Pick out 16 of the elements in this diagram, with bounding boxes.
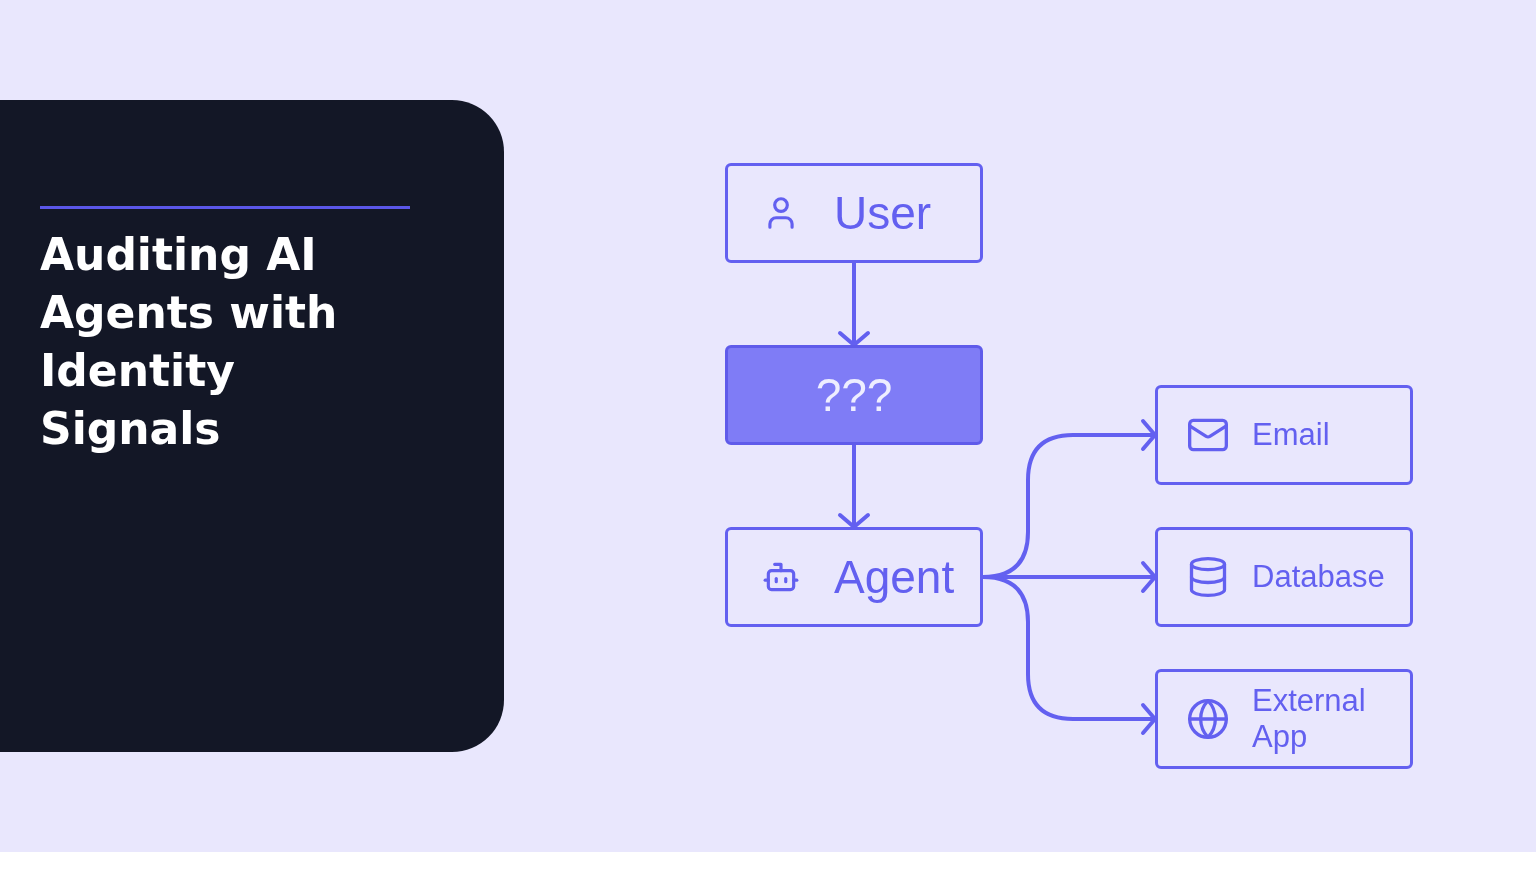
agent-box	[725, 527, 983, 627]
node-label: User	[834, 186, 932, 240]
unknown-step-box	[725, 345, 983, 445]
arrow	[838, 445, 870, 529]
database-box	[1155, 527, 1413, 627]
user-box	[725, 163, 983, 263]
node-label: Database	[1252, 559, 1385, 595]
arrow	[838, 263, 870, 347]
arrow	[982, 575, 1157, 735]
node-label: ???	[815, 368, 893, 422]
node-label: Agent	[834, 550, 955, 604]
email-box	[1155, 385, 1413, 485]
node-label: External App	[1252, 683, 1367, 755]
title: Auditing AI Agents with Identity Signals	[40, 228, 339, 456]
node-label: Email	[1252, 417, 1330, 453]
app-box	[1155, 669, 1413, 769]
